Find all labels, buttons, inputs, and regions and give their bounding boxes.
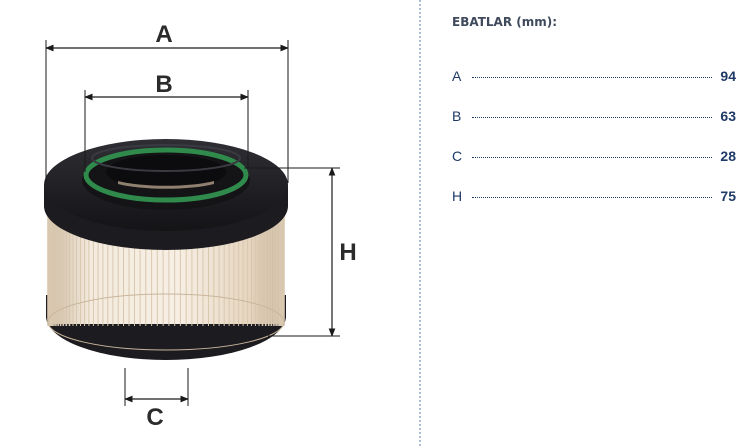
dimension-row-label: H — [452, 188, 463, 204]
dimension-row-label: C — [452, 148, 463, 164]
dimension-row-h: H 75 — [452, 188, 736, 208]
paper-bottom-edge — [47, 293, 285, 351]
dimension-row-value: 75 — [720, 188, 736, 204]
dimension-row-a: A 94 — [452, 68, 736, 88]
green-gasket — [83, 147, 249, 203]
dimension-a: A — [45, 21, 289, 183]
dimension-row-label: A — [452, 68, 462, 84]
dimension-h-label: H — [339, 239, 356, 266]
dimension-row-b: B 63 — [452, 108, 736, 128]
panel-title: EBATLAR (mm): — [452, 15, 558, 29]
dimension-row-value: 28 — [720, 148, 736, 164]
bore-inner-paper — [118, 181, 214, 189]
dotted-leader — [472, 77, 713, 78]
dimension-row-value: 94 — [720, 68, 736, 84]
dimension-h: H — [244, 167, 357, 337]
dimension-c: C — [124, 368, 189, 431]
dimension-row-c: C 28 — [452, 148, 736, 168]
dotted-leader — [472, 117, 713, 118]
pleats — [47, 208, 285, 326]
cap-highlight — [91, 144, 241, 172]
dimensions-panel: EBATLAR (mm): A 94 B 63 C 28 H 75 — [422, 0, 749, 448]
dimension-row-label: B — [452, 108, 462, 124]
dotted-leader — [472, 197, 713, 198]
dimension-c-label: C — [146, 404, 163, 431]
dimension-b-label: B — [155, 71, 172, 98]
dimension-a-label: A — [155, 21, 172, 48]
dimension-b: B — [84, 71, 249, 172]
dimension-row-value: 63 — [720, 108, 736, 124]
dotted-leader — [472, 157, 713, 158]
filter-element — [44, 139, 288, 360]
